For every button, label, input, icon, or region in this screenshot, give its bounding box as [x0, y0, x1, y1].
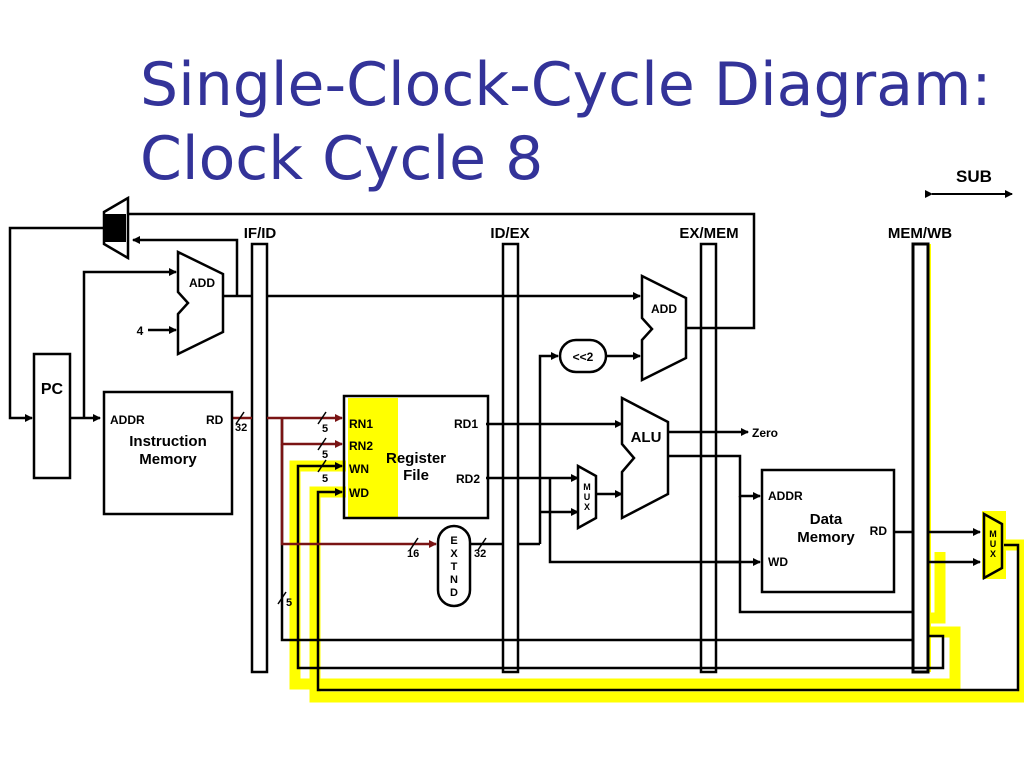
ext-letter-5: D: [450, 587, 458, 599]
pc-adder-label: ADD: [189, 276, 215, 290]
rf-rn2-label: RN2: [349, 439, 373, 453]
pc-block: [32, 352, 72, 480]
wire-add-to-mux: [132, 236, 239, 296]
idex-register: [501, 242, 520, 674]
wb-mux-letter-3: X: [990, 549, 996, 559]
highlight-memwb-out: [931, 552, 946, 624]
rf-wd-label: WD: [349, 486, 369, 500]
slide-title-line1: Single-Clock-Cycle Diagram:: [140, 50, 992, 120]
exmem-label: EX/MEM: [679, 225, 738, 242]
rf-title-1: Register: [386, 450, 446, 467]
wire-alu-to-addr: [668, 454, 761, 500]
pc-adder: [176, 249, 225, 357]
bus-to-extend: [280, 444, 437, 548]
rf-title-2: File: [403, 467, 429, 484]
instruction-label: SUB: [956, 167, 992, 186]
imem-title-2: Memory: [139, 451, 197, 468]
ext-letter-2: X: [450, 548, 458, 560]
instruction-memory: [102, 390, 234, 516]
wire-to-shift: [538, 352, 559, 544]
sign-extend: [436, 524, 472, 608]
alu-label: ALU: [631, 429, 662, 446]
zero-label: Zero: [752, 426, 778, 440]
constant-four: 4: [137, 324, 144, 338]
idex-label: ID/EX: [490, 225, 529, 242]
highlight-regfile-inputs: [348, 398, 398, 518]
branch-adder-label: ADD: [651, 302, 677, 316]
rf-rn1-label: RN1: [349, 417, 373, 431]
width-16: 16: [407, 548, 419, 560]
ext-letter-3: T: [451, 561, 458, 573]
dmem-title-2: Memory: [797, 529, 855, 546]
bus-width-marks: [235, 411, 487, 605]
imem-rd-label: RD: [206, 413, 224, 427]
width-5-rn1: 5: [322, 423, 328, 435]
imem-title-1: Instruction: [129, 433, 207, 450]
width-5-wn: 5: [322, 473, 328, 485]
writeback-mux: [982, 511, 1004, 581]
slide-title-line2: Clock Cycle 8: [140, 124, 544, 194]
wire-rd2-forward: [548, 478, 740, 564]
slide-title: Single-Clock-Cycle Diagram: Clock Cycle …: [140, 48, 1000, 196]
ifid-register: [250, 242, 269, 674]
wire-mux-to-pc: [8, 226, 105, 422]
dmem-title-1: Data: [810, 511, 843, 528]
dmem-wd-label: WD: [768, 555, 788, 569]
wire-wn-return: [296, 462, 945, 670]
branch-adder: [640, 273, 688, 383]
data-memory: [760, 468, 896, 594]
wire-wd-return: [316, 488, 1020, 692]
register-file: [342, 394, 490, 520]
pc-label: PC: [41, 381, 64, 398]
rf-wn-label: WN: [349, 462, 369, 476]
ifid-label: IF/ID: [244, 225, 277, 242]
bus-to-rn2: [280, 418, 343, 448]
alu: [620, 395, 670, 521]
width-5-forward: 5: [286, 597, 292, 609]
width-32-imem: 32: [235, 422, 247, 434]
alu-mux-letter-2: U: [584, 492, 591, 502]
imem-addr-label: ADDR: [110, 413, 145, 427]
wb-mux-letter-2: U: [990, 539, 997, 549]
alu-source-mux: [576, 463, 598, 531]
width-32-ext: 32: [474, 548, 486, 560]
exmem-register: [699, 242, 718, 674]
wire-pc-to-add: [82, 268, 177, 418]
dmem-addr-label: ADDR: [768, 489, 803, 503]
ext-letter-1: E: [450, 535, 457, 547]
dmem-rd-label: RD: [870, 524, 888, 538]
shift-label: <<2: [573, 350, 594, 364]
width-5-rn2: 5: [322, 449, 328, 461]
rf-rd2-label: RD2: [456, 472, 480, 486]
pc-source-mux-fill: [104, 214, 126, 242]
memwb-register: [911, 242, 930, 674]
wire-branch-target: [128, 212, 756, 330]
alu-mux-letter-3: X: [584, 502, 590, 512]
rf-rd1-label: RD1: [454, 417, 478, 431]
wb-mux-letter-1: M: [989, 529, 997, 539]
wire-alu-bypass: [738, 496, 913, 614]
alu-mux-letter-1: M: [583, 482, 591, 492]
pipeline-registers: IF/ID ID/EX EX/MEM MEM/WB: [244, 225, 952, 674]
shift-left-2: [558, 338, 608, 374]
ext-letter-4: N: [450, 574, 458, 586]
memwb-label: MEM/WB: [888, 225, 952, 242]
